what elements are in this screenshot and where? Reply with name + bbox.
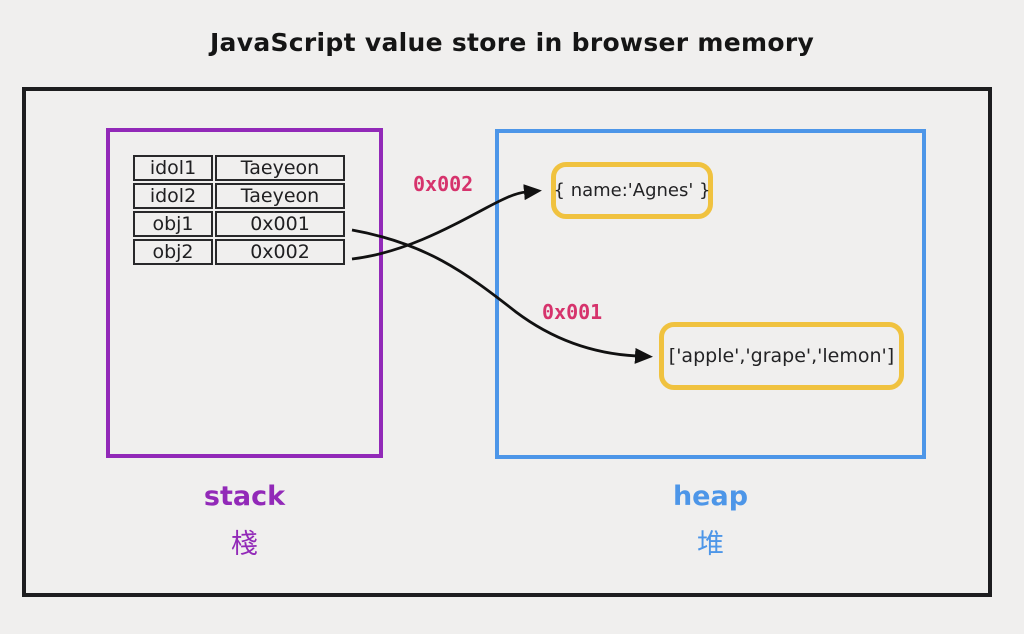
pointer-address-label-0x002: 0x002 [413, 172, 474, 196]
pointer-address-label-0x001: 0x001 [542, 300, 603, 324]
variable-value-cell: 0x002 [215, 239, 345, 265]
heap-object-fruit-array: ['apple','grape','lemon'] [659, 322, 904, 390]
stack-label-en: stack [203, 481, 286, 512]
variable-name-cell: idol2 [133, 183, 213, 209]
heap-region-label: heap 堆 [495, 481, 926, 561]
variable-name-cell: idol1 [133, 155, 213, 181]
browser-memory-frame [22, 87, 992, 597]
variable-value-cell: Taeyeon [215, 155, 345, 181]
diagram-title: JavaScript value store in browser memory [209, 28, 815, 57]
stack-label-zh: 棧 [231, 529, 258, 560]
variable-name-cell: obj2 [133, 239, 213, 265]
heap-object-agnes: { name:'Agnes' } [551, 162, 713, 219]
stack-variables-table: idol1 Taeyeon idol2 Taeyeon obj1 0x001 o… [131, 153, 347, 267]
variable-value-cell: 0x001 [215, 211, 345, 237]
heap-label-zh: 堆 [697, 529, 724, 560]
table-row: idol2 Taeyeon [133, 183, 345, 209]
stack-region-label: stack 棧 [106, 481, 383, 561]
variable-value-cell: Taeyeon [215, 183, 345, 209]
heap-label-en: heap [672, 481, 749, 512]
table-row: idol1 Taeyeon [133, 155, 345, 181]
table-row: obj2 0x002 [133, 239, 345, 265]
table-row: obj1 0x001 [133, 211, 345, 237]
variable-name-cell: obj1 [133, 211, 213, 237]
